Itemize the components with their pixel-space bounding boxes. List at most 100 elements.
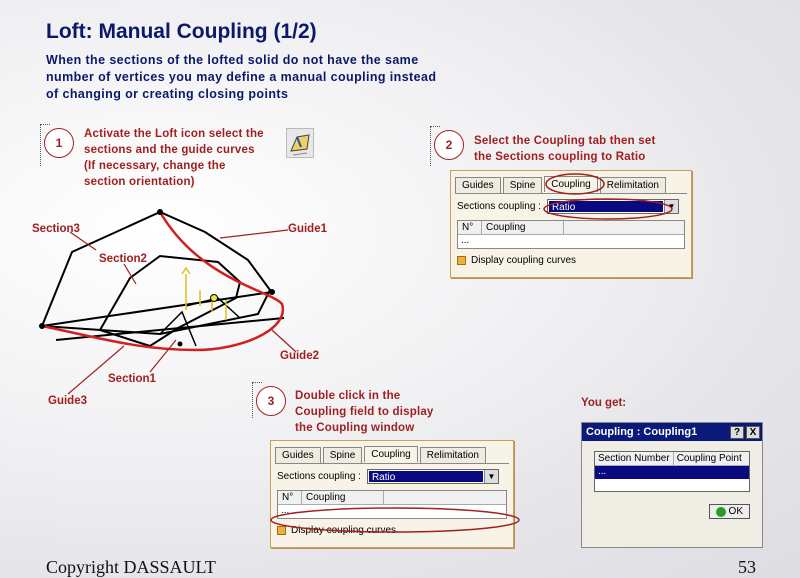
display-coupling-curves-label: Display coupling curves — [471, 255, 577, 266]
vertex-point — [157, 209, 163, 215]
checkbox[interactable] — [457, 256, 466, 265]
step-2-line: the Sections coupling to Ratio — [474, 151, 646, 163]
vertex-point — [177, 341, 183, 347]
step-3-text: Double click in the Coupling field to di… — [295, 388, 434, 436]
coupling-list[interactable]: N° Coupling ... — [277, 490, 507, 519]
label-guide2: Guide2 — [280, 350, 319, 362]
label-pointer — [67, 345, 125, 395]
label-pointer — [69, 231, 97, 251]
chevron-down-icon[interactable]: ▼ — [483, 470, 498, 483]
step-2-line: Select the Coupling tab then set — [474, 135, 656, 147]
label-section3: Section3 — [32, 223, 80, 235]
loft-icon[interactable] — [286, 128, 314, 158]
sections-coupling-label: Sections coupling : — [277, 471, 361, 482]
close-button[interactable]: X — [746, 425, 760, 439]
coupling-points-empty — [595, 479, 749, 491]
tab-guides[interactable]: Guides — [455, 177, 501, 193]
label-guide1: Guide1 — [288, 223, 327, 235]
coupling-markers — [181, 266, 227, 320]
step-2-text: Select the Coupling tab then set the Sec… — [474, 133, 655, 165]
ok-button-label: OK — [728, 506, 743, 517]
coupling-row[interactable]: ... — [461, 235, 470, 246]
step-3-line: Coupling field to display — [295, 406, 434, 418]
step-1-bracket — [40, 124, 50, 166]
coupling-window: Coupling : Coupling1 ? X Section Number … — [581, 422, 763, 548]
column-coupling-point: Coupling Point — [676, 453, 742, 464]
label-pointer — [271, 329, 297, 353]
section-line — [41, 291, 273, 327]
tab-relimitation[interactable]: Relimitation — [419, 447, 486, 463]
you-get-label: You get: — [581, 397, 627, 409]
step-1-circle: 1 — [44, 128, 74, 158]
step-1-line: Activate the Loft icon select the — [84, 128, 264, 140]
highlight-ellipse — [545, 173, 605, 195]
subtitle-line: of changing or creating closing points — [46, 87, 289, 101]
coupling-window-title: Coupling : Coupling1 — [586, 426, 698, 438]
section-line — [159, 310, 197, 347]
tab-spine[interactable]: Spine — [322, 447, 363, 463]
column-number: N° — [278, 491, 302, 504]
sections-coupling-combo[interactable]: Ratio ▼ — [366, 469, 499, 484]
sections-coupling-value: Ratio — [548, 201, 663, 213]
column-coupling: Coupling — [482, 221, 564, 234]
step-3-bracket — [252, 382, 262, 418]
column-number: N° — [458, 221, 482, 234]
coupling-list-header: N° Coupling — [278, 491, 506, 505]
step-3-line: the Coupling window — [295, 422, 415, 434]
coupling-window-title-bar[interactable]: Coupling : Coupling1 ? X — [582, 423, 762, 441]
guide-curve — [41, 211, 285, 352]
sections-coupling-row: Sections coupling : Ratio ▼ — [277, 469, 507, 484]
checkbox[interactable] — [277, 526, 286, 535]
coupling-row[interactable]: ... — [281, 505, 290, 516]
ok-icon — [715, 506, 726, 517]
coupling-window-body: Section Number Coupling Point ... OK — [582, 441, 762, 519]
step-1-text: Activate the Loft icon select the sectio… — [84, 126, 264, 190]
step-3-line: Double click in the — [295, 390, 401, 402]
step-2-bracket — [430, 126, 440, 166]
tab-guides[interactable]: Guides — [275, 447, 321, 463]
help-button[interactable]: ? — [730, 425, 744, 439]
tab-relimitation[interactable]: Relimitation — [599, 177, 666, 193]
tab-coupling[interactable]: Coupling — [544, 176, 598, 192]
label-pointer — [149, 339, 177, 373]
subtitle-line: number of vertices you may define a manu… — [46, 70, 437, 84]
highlight-ellipse — [543, 198, 673, 220]
tab-spine[interactable]: Spine — [502, 177, 543, 193]
subtitle-line: When the sections of the lofted solid do… — [46, 53, 419, 67]
coupling-points-row[interactable]: ... — [595, 466, 749, 479]
coupling-list-header: N° Coupling — [458, 221, 684, 235]
coupling-points-header: Section Number Coupling Point — [595, 452, 749, 466]
label-guide3: Guide3 — [48, 395, 87, 407]
step-3-circle: 3 — [256, 386, 286, 416]
vertex-point — [210, 294, 218, 302]
sections-coupling-label: Sections coupling : — [457, 201, 541, 212]
step-1-line: section orientation) — [84, 176, 195, 188]
step-1-line: (If necessary, change the — [84, 160, 226, 172]
tab-bar: Guides Spine Coupling Relimitation — [271, 441, 513, 463]
page-subtitle: When the sections of the lofted solid do… — [46, 52, 436, 103]
coupling-list[interactable]: N° Coupling ... — [457, 220, 685, 249]
column-coupling: Coupling — [302, 491, 384, 504]
tab-bar: Guides Spine Coupling Relimitation — [451, 171, 691, 193]
tab-content: Sections coupling : Ratio ▼ N° Coupling … — [455, 193, 687, 270]
coupling-points-list[interactable]: Section Number Coupling Point ... — [594, 451, 750, 492]
coupling-window-footer: OK — [594, 504, 750, 519]
loft-wireframe — [39, 209, 297, 395]
vertex-point — [269, 289, 275, 295]
footer-copyright: Copyright DASSAULT — [46, 557, 216, 577]
ok-button[interactable]: OK — [708, 504, 750, 519]
highlight-ellipse — [270, 507, 520, 533]
step-2-circle: 2 — [434, 130, 464, 160]
vertex-point — [39, 323, 45, 329]
label-pointer — [219, 229, 289, 239]
page-title: Loft: Manual Coupling (1/2) — [46, 20, 317, 43]
label-section1: Section1 — [108, 373, 156, 385]
sections-coupling-value: Ratio — [368, 471, 483, 483]
display-coupling-curves[interactable]: Display coupling curves — [457, 255, 685, 266]
section2-curve — [98, 254, 242, 348]
coupling-tab-panel: Guides Spine Coupling Relimitation Secti… — [450, 170, 692, 278]
column-section-number: Section Number — [595, 452, 674, 465]
tab-coupling[interactable]: Coupling — [364, 446, 418, 462]
label-pointer — [123, 263, 137, 285]
page-number: 53 — [738, 557, 756, 577]
